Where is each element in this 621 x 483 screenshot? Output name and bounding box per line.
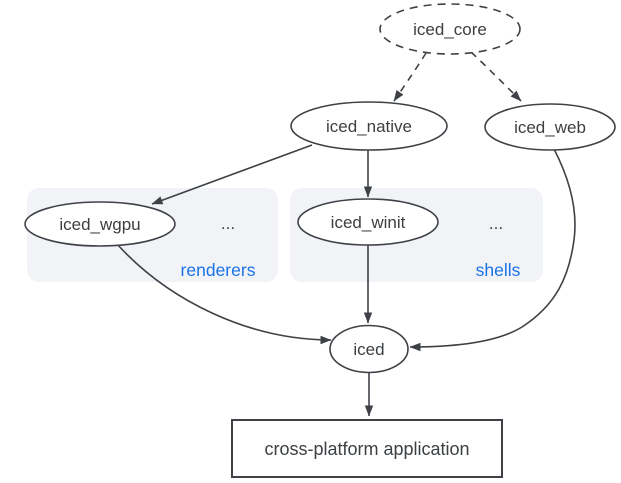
- group-renderers-ellipsis: ...: [221, 214, 235, 233]
- node-iced_core: [379, 3, 521, 55]
- node-iced-label: iced: [353, 340, 384, 359]
- group-shells-label: shells: [476, 260, 521, 280]
- edge-iced_native-iced_wgpu: [151, 144, 313, 205]
- node-iced_winit: [297, 198, 439, 246]
- node-iced: [329, 324, 409, 374]
- edge-iced_wgpu-iced: [116, 243, 332, 345]
- node-iced_native: [290, 101, 448, 151]
- edge-iced_core-iced_native: [393, 52, 427, 102]
- group-renderers-label: renderers: [181, 260, 256, 280]
- edge-iced_web-iced: [409, 148, 576, 352]
- node-iced_web: [484, 103, 616, 151]
- edge-iced_core-iced_web: [470, 51, 522, 102]
- node-application-label: cross-platform application: [264, 439, 469, 459]
- node-iced_wgpu-label: iced_wgpu: [59, 215, 140, 234]
- node-iced_core-label: iced_core: [413, 20, 487, 39]
- node-application: [231, 419, 503, 478]
- node-iced_web-label: iced_web: [514, 118, 586, 137]
- node-iced_winit-label: iced_winit: [331, 213, 406, 232]
- group-shells-ellipsis: ...: [489, 214, 503, 233]
- node-iced_wgpu: [24, 201, 176, 247]
- node-iced_native-label: iced_native: [326, 117, 412, 136]
